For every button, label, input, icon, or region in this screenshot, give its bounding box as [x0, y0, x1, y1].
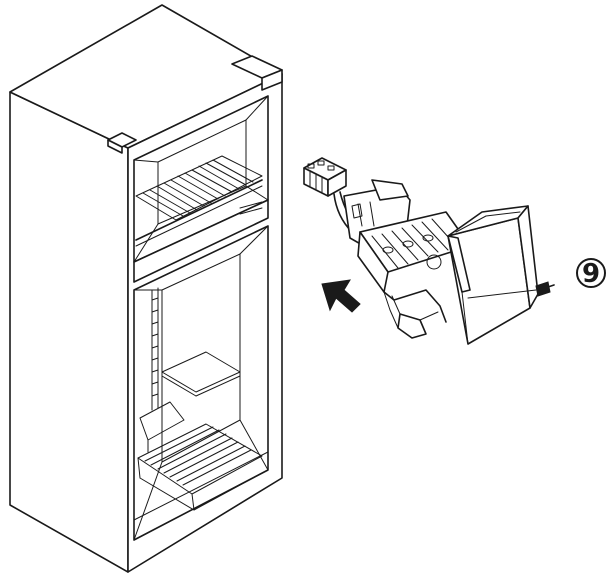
ice-maker-icon [303, 157, 555, 345]
refrigerator-icon [9, 4, 283, 573]
freezer-compartment [133, 95, 269, 263]
step-marker: 9 [576, 258, 606, 289]
top-control [107, 132, 137, 154]
ejector-rake [383, 289, 447, 339]
connector-icon [303, 157, 347, 197]
arrow-icon [321, 279, 361, 313]
compartment-divider [133, 199, 269, 283]
screw-icon [467, 281, 555, 299]
control-housing [447, 205, 539, 345]
top-hinge [231, 55, 283, 91]
step-number: 9 [582, 259, 600, 289]
fresh-food-compartment [133, 225, 269, 541]
